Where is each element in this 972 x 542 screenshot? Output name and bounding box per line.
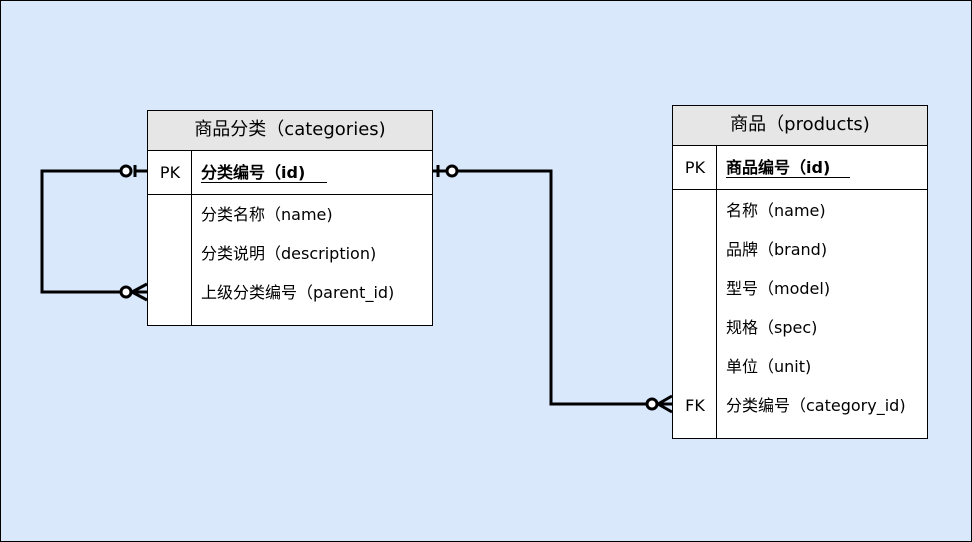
attribute-spec: 规格（spec) bbox=[726, 318, 818, 337]
self-reference-line bbox=[40, 169, 120, 294]
key-column: PK bbox=[148, 151, 192, 194]
entity-products-title: 商品（products) bbox=[673, 106, 927, 146]
categories-pk-row: PK 分类编号（id) bbox=[148, 151, 432, 195]
entity-categories[interactable]: 商品分类（categories) PK 分类编号（id) 分类名称（name) … bbox=[147, 110, 433, 326]
attribute-parent-id: 上级分类编号（parent_id) bbox=[201, 283, 395, 302]
attribute-brand: 品牌（brand) bbox=[726, 240, 828, 259]
attribute-category-id: 分类编号（category_id) bbox=[726, 396, 906, 415]
key-column: PK bbox=[673, 146, 717, 189]
relationship-category-parent bbox=[40, 164, 148, 302]
zero-optional-circle bbox=[119, 164, 133, 178]
categories-attributes: 分类名称（name) 分类说明（description) 上级分类编号（pare… bbox=[148, 195, 432, 325]
categories-pk-field: 分类编号（id) bbox=[201, 163, 306, 182]
products-attributes: FK 名称（name) 品牌（brand) 型号（model) 规格（spec)… bbox=[673, 190, 927, 438]
attribute-name: 名称（name) bbox=[726, 201, 826, 220]
crows-foot-lower bbox=[131, 290, 148, 302]
products-pk-field: 商品编号（id) bbox=[726, 158, 831, 177]
pk-label: PK bbox=[684, 158, 706, 177]
relationship-category-products bbox=[432, 164, 673, 414]
zero-many-circle bbox=[645, 397, 659, 411]
zero-many-circle bbox=[119, 285, 133, 299]
attribute-name: 分类名称（name) bbox=[201, 205, 333, 224]
pk-label: PK bbox=[159, 163, 181, 182]
connector-line bbox=[457, 169, 647, 406]
key-column bbox=[148, 195, 192, 325]
attribute-description: 分类说明（description) bbox=[201, 244, 377, 263]
entity-products[interactable]: 商品（products) PK 商品编号（id) FK 名称（name) 品牌（… bbox=[672, 105, 928, 439]
pk-underline bbox=[726, 177, 850, 178]
fk-label: FK bbox=[685, 396, 705, 415]
crows-foot-lower bbox=[657, 402, 673, 414]
zero-optional-circle bbox=[445, 164, 459, 178]
pk-underline bbox=[201, 182, 327, 183]
products-pk-row: PK 商品编号（id) bbox=[673, 146, 927, 190]
attribute-unit: 单位（unit) bbox=[726, 357, 812, 376]
entity-categories-title: 商品分类（categories) bbox=[148, 111, 432, 151]
attribute-model: 型号（model) bbox=[726, 279, 831, 298]
key-column: FK bbox=[673, 190, 717, 438]
